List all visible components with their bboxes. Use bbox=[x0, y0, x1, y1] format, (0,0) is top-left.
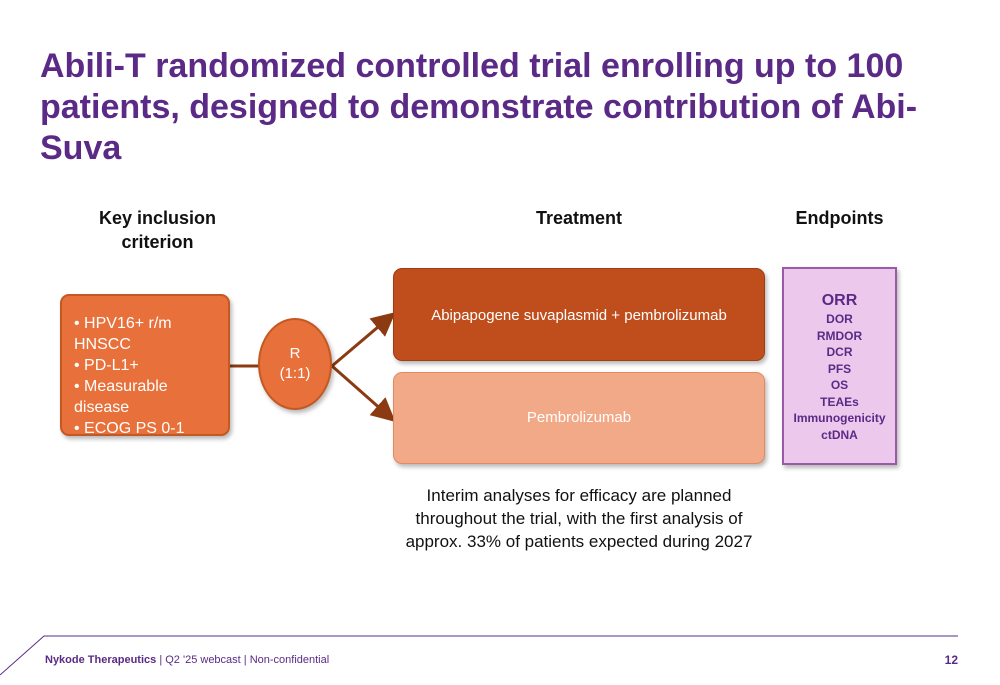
footer-separator: | bbox=[156, 654, 166, 666]
arrow-to-control-arm bbox=[331, 364, 396, 422]
inclusion-header: Key inclusion criterion bbox=[85, 206, 230, 254]
note-line: Interim analyses for efficacy are planne… bbox=[426, 486, 732, 505]
endpoint-item: RMDOR bbox=[816, 328, 863, 343]
inclusion-item: GRlm 0-1 bbox=[74, 439, 220, 460]
randomization-label: R bbox=[289, 345, 301, 362]
slide-title: Abili-T randomized controlled trial enro… bbox=[40, 47, 918, 167]
endpoint-item: DOR bbox=[826, 312, 853, 326]
inclusion-header-line2: criterion bbox=[121, 232, 194, 252]
treatment-arm-control: Pembrolizumab bbox=[393, 372, 765, 464]
endpoint-item: OS bbox=[830, 378, 849, 392]
endpoint-item: DCR bbox=[826, 345, 853, 359]
footer-company: Nykode Therapeutics bbox=[45, 654, 157, 666]
endpoints-box: ORR DOR RMDOR DCR PFS OS TEAEs Immunogen… bbox=[782, 267, 897, 465]
endpoint-item: TEAEs bbox=[820, 394, 859, 409]
inclusion-item: Measurable disease bbox=[74, 376, 220, 418]
treatment-arm-combination: Abipapogene suvaplasmid + pembrolizumab bbox=[393, 268, 765, 361]
randomization-ratio: (1:1) bbox=[279, 365, 311, 382]
randomization-node: R (1:1) bbox=[258, 318, 332, 410]
endpoints-header: Endpoints bbox=[795, 208, 884, 228]
treatment-header: Treatment bbox=[535, 208, 623, 228]
endpoint-item: ctDNA bbox=[821, 427, 858, 442]
inclusion-item: ECOG PS 0-1 bbox=[74, 418, 220, 439]
arrow-to-combination-arm bbox=[331, 312, 396, 368]
inclusion-criteria-list: HPV16+ r/m HNSCC PD-L1+ Measurable disea… bbox=[74, 313, 220, 460]
inclusion-item: HPV16+ r/m HNSCC bbox=[74, 313, 220, 355]
footer-details: Q2 '25 webcast | Non-confidential bbox=[165, 654, 330, 666]
footer-text: Nykode Therapeutics | Q2 '25 webcast | N… bbox=[45, 654, 329, 666]
inclusion-item: PD-L1+ bbox=[74, 355, 220, 376]
endpoint-item: PFS bbox=[827, 361, 852, 376]
note-line: approx. 33% of patients expected during … bbox=[405, 532, 753, 551]
page-number: 12 bbox=[944, 653, 958, 667]
footer-divider-line bbox=[0, 635, 958, 676]
inclusion-header-line1: Key inclusion bbox=[98, 208, 217, 228]
endpoint-item: Immunogenicity bbox=[793, 411, 886, 425]
endpoint-primary: ORR bbox=[821, 292, 858, 309]
interim-analysis-note: Interim analyses for efficacy are planne… bbox=[393, 484, 765, 553]
note-line: throughout the trial, with the first ana… bbox=[415, 509, 743, 528]
inclusion-criteria-box: HPV16+ r/m HNSCC PD-L1+ Measurable disea… bbox=[60, 294, 230, 458]
